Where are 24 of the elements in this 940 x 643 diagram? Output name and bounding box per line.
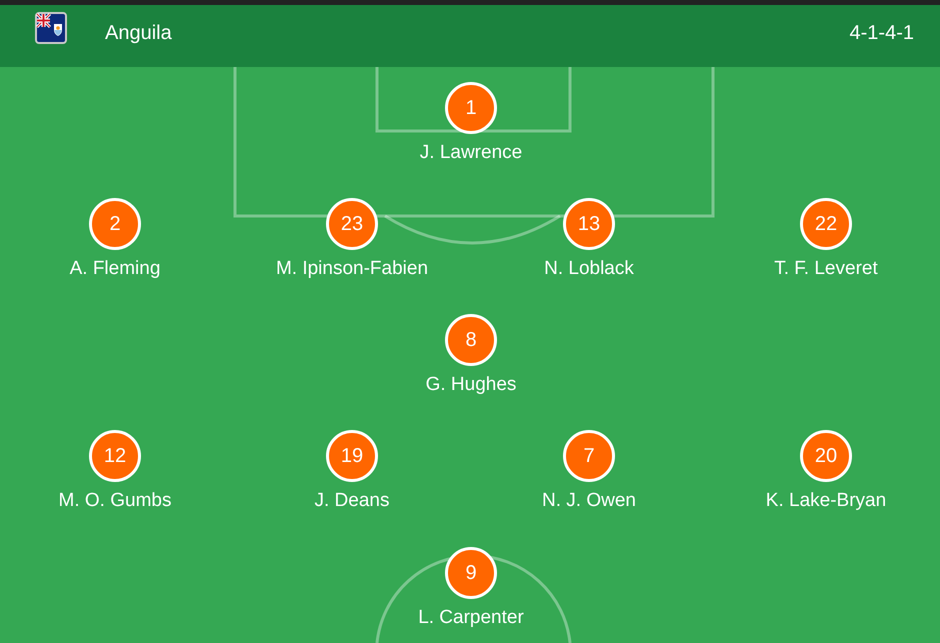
player-name: K. Lake-Bryan — [766, 490, 886, 512]
player-name: L. Carpenter — [418, 607, 524, 629]
player-number: 1 — [445, 82, 497, 134]
player-number: 8 — [445, 314, 497, 366]
player-name: M. O. Gumbs — [58, 490, 172, 512]
player-number: 23 — [326, 198, 378, 250]
player-name: J. Deans — [314, 490, 390, 512]
player-name: N. Loblack — [544, 258, 634, 280]
player-name: J. Lawrence — [420, 142, 522, 164]
player-number: 13 — [563, 198, 615, 250]
player-name: M. Ipinson-Fabien — [276, 258, 428, 280]
player-name: A. Fleming — [70, 258, 160, 280]
player-number: 20 — [800, 430, 852, 482]
formation-label: 4-1-4-1 — [850, 21, 914, 45]
player-number: 2 — [89, 198, 141, 250]
player-number: 12 — [89, 430, 141, 482]
team-name: Anguila — [105, 21, 172, 45]
player-name: T. F. Leveret — [774, 258, 878, 280]
player-name: G. Hughes — [426, 374, 516, 396]
player-number: 19 — [326, 430, 378, 482]
player-name: N. J. Owen — [542, 490, 636, 512]
player-number: 7 — [563, 430, 615, 482]
player-number: 22 — [800, 198, 852, 250]
player-number: 9 — [445, 547, 497, 599]
